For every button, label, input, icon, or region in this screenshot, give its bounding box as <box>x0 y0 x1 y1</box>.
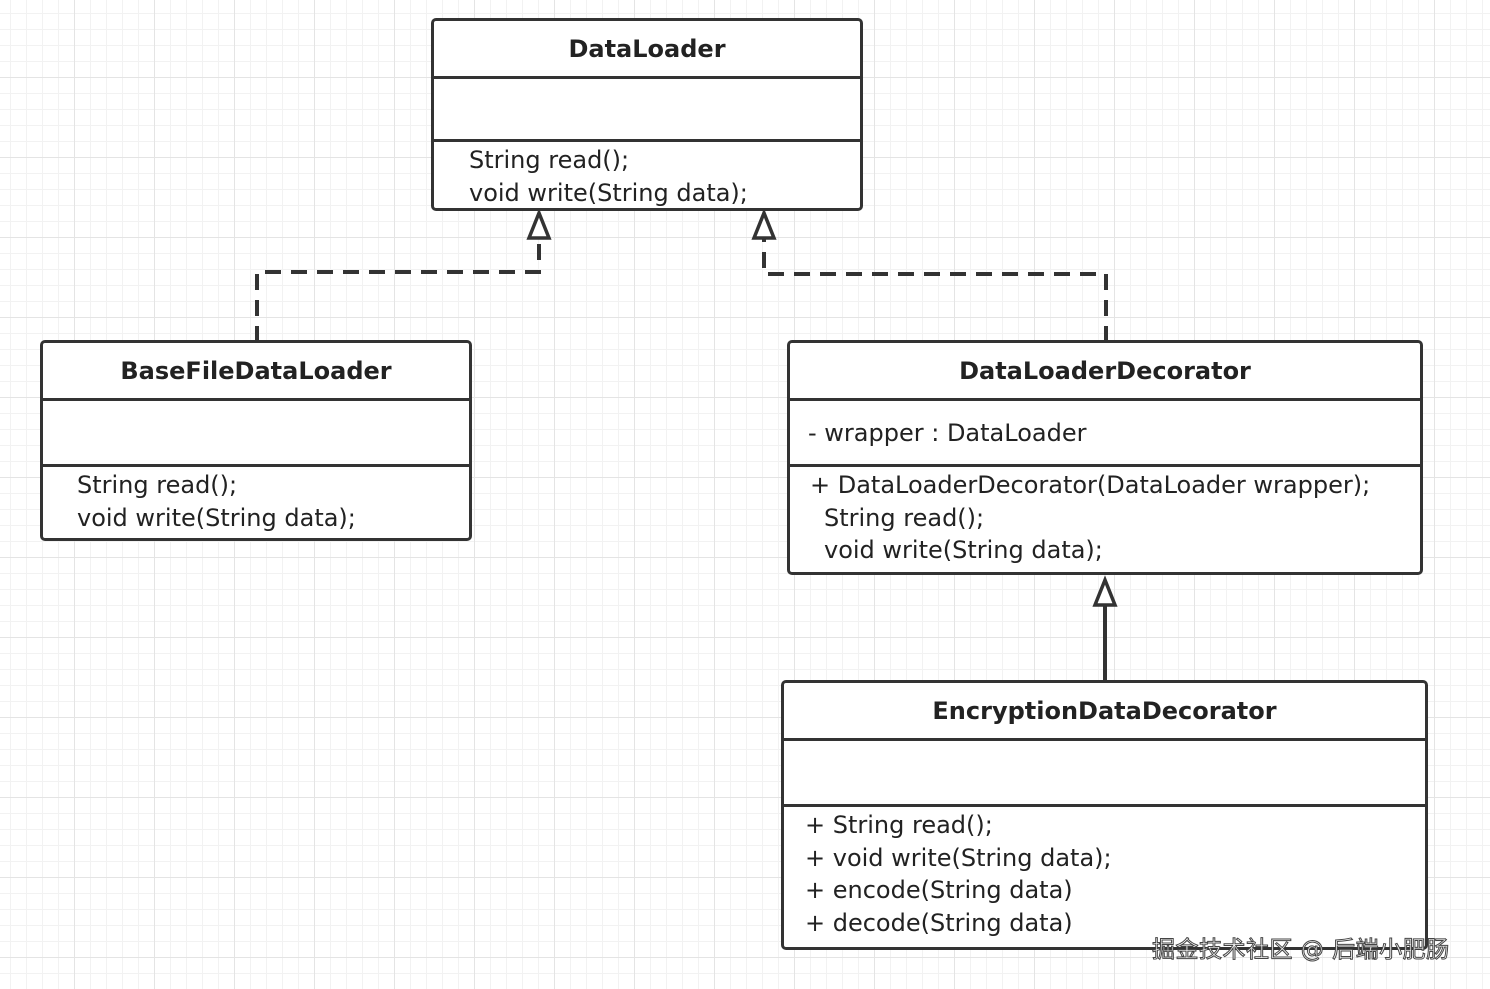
class-data-loader[interactable]: DataLoader String read(); void write(Str… <box>431 18 863 211</box>
realization-arrowhead-basefile <box>526 208 552 240</box>
operations-compartment: + DataLoaderDecorator(DataLoader wrapper… <box>790 467 1420 572</box>
operation: + void write(String data); <box>805 843 1112 872</box>
class-name: EncryptionDataDecorator <box>784 683 1425 741</box>
operation: void write(String data); <box>824 536 1103 564</box>
operation: String read(); <box>824 503 985 532</box>
class-name: DataLoaderDecorator <box>790 343 1420 401</box>
attributes-compartment <box>43 401 469 467</box>
class-name: DataLoader <box>434 21 860 79</box>
watermark: 掘金技术社区 @ 后端小肥肠 <box>1152 937 1450 964</box>
operation: + DataLoaderDecorator(DataLoader wrapper… <box>810 471 1371 499</box>
operation: void write(String data); <box>469 178 748 207</box>
attributes-compartment: - wrapper : DataLoader <box>790 401 1420 467</box>
operations-compartment: String read(); void write(String data); <box>434 142 860 208</box>
class-data-loader-decorator[interactable]: DataLoaderDecorator - wrapper : DataLoad… <box>787 340 1423 575</box>
realization-arrowhead-decorator <box>751 208 777 240</box>
attribute: - wrapper : DataLoader <box>808 418 1087 447</box>
class-encryption-data-decorator[interactable]: EncryptionDataDecorator + String read();… <box>781 680 1428 950</box>
class-base-file-data-loader[interactable]: BaseFileDataLoader String read(); void w… <box>40 340 472 541</box>
operation: + encode(String data) <box>805 876 1073 904</box>
attributes-compartment <box>434 79 860 142</box>
operations-compartment: + String read(); + void write(String dat… <box>784 807 1425 947</box>
operations-compartment: String read(); void write(String data); <box>43 467 469 538</box>
attributes-compartment <box>784 741 1425 807</box>
realization-line-basefile <box>255 238 541 342</box>
realization-line-decorator <box>762 238 1108 342</box>
operation: void write(String data); <box>77 503 356 532</box>
class-name: BaseFileDataLoader <box>43 343 469 401</box>
operation: + decode(String data) <box>805 908 1073 937</box>
operation: String read(); <box>469 146 630 174</box>
operation: + String read(); <box>805 811 993 839</box>
generalization-arrowhead-encryption <box>1092 575 1118 607</box>
operation: String read(); <box>77 471 238 499</box>
